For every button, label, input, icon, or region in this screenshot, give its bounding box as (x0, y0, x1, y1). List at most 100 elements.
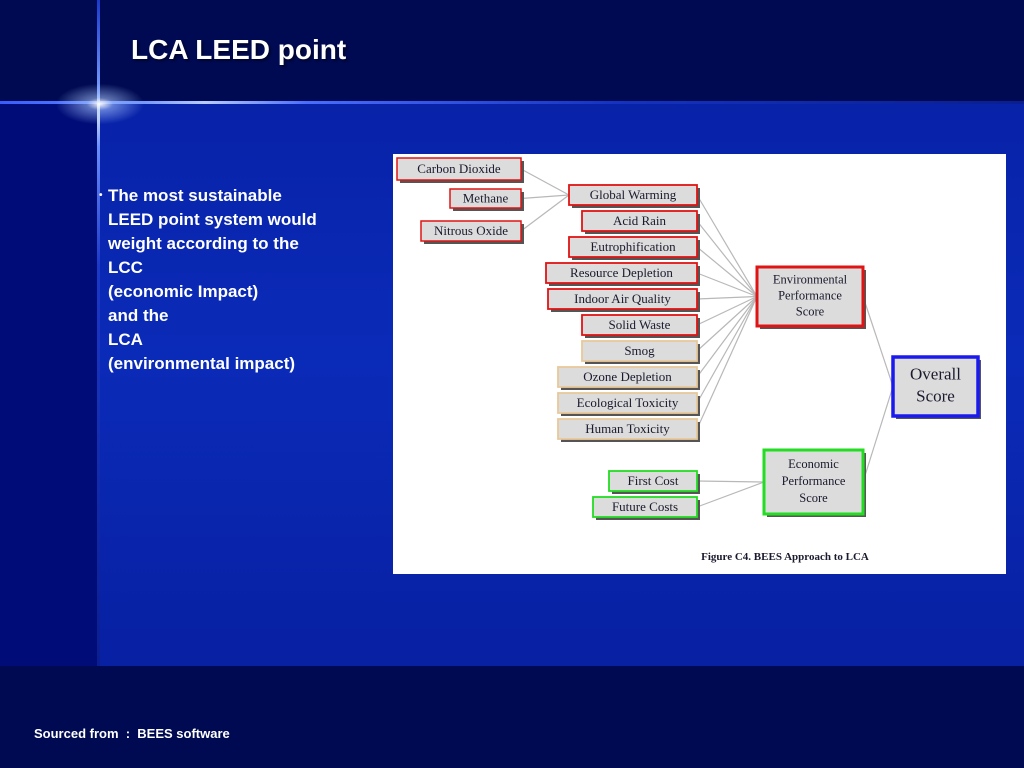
title-band (0, 0, 1024, 104)
impact-connector (696, 295, 758, 300)
connector-lines (520, 168, 894, 508)
overall-score-label-line: Overall (910, 364, 961, 383)
environmental-score-label-line: Performance (778, 288, 842, 302)
emission-node-nitrous-oxide: Nitrous Oxide (420, 220, 524, 244)
overall-score-node-box (891, 355, 980, 418)
impact-connector (696, 296, 758, 404)
bullet-marker: • (99, 190, 103, 201)
impact-node-ozone-depletion: Ozone Depletion (557, 366, 700, 390)
bullet-line: (economic Impact) (108, 282, 259, 301)
impact-node-eutrophification: Eutrophification (568, 236, 700, 260)
cost-connector (696, 480, 765, 483)
impact-node-acid-rain: Acid Rain (581, 210, 700, 234)
cost-node-future-costs: Future Costs (592, 496, 700, 520)
emission-node-methane-box (449, 188, 522, 209)
impact-node-indoor-air-quality-box (547, 288, 698, 310)
economic-score-label-line: Performance (782, 474, 846, 488)
impact-label: Ecological Toxicity (577, 395, 679, 410)
bullet-line: The most sustainable (108, 186, 282, 205)
impact-connector (696, 296, 758, 352)
environmental-score-node-box (755, 265, 865, 328)
bullet-line: LCC (108, 258, 143, 277)
economic-score-node-box (762, 448, 865, 516)
emission-node-methane: Methane (449, 188, 524, 211)
footer-band (0, 666, 1024, 768)
impact-node-human-toxicity: Human Toxicity (557, 418, 700, 442)
source-footer: Sourced from : BEES software (34, 726, 230, 741)
horizontal-glow-line (0, 101, 1024, 104)
impact-node-global-warming: Global Warming (568, 184, 700, 208)
impact-connector (696, 272, 758, 298)
emission-node-nitrous-oxide-box (420, 220, 522, 242)
economic-to-overall-connector (862, 386, 894, 483)
impact-label: Eutrophification (590, 239, 676, 254)
impact-connector (696, 194, 758, 297)
cost-node-future-costs-box (592, 496, 698, 518)
impact-node-solid-waste: Solid Waste (581, 314, 700, 338)
impact-label: Ozone Depletion (583, 369, 672, 384)
impact-label: Smog (624, 343, 655, 358)
economic-score-label-line: Score (799, 491, 828, 505)
cost-label: Future Costs (612, 499, 678, 514)
impact-label: Indoor Air Quality (574, 291, 671, 306)
bullet-line: LCA (108, 330, 143, 349)
cost-label: First Cost (628, 473, 679, 488)
impact-connector (696, 220, 758, 297)
impact-node-solid-waste-box (581, 314, 698, 336)
figure-caption: Figure C4. BEES Approach to LCA (701, 551, 869, 563)
environmental-to-overall-connector (862, 296, 894, 387)
impact-node-indoor-air-quality: Indoor Air Quality (547, 288, 700, 312)
overall-score-label-line: Score (916, 386, 955, 405)
emission-label: Nitrous Oxide (434, 223, 508, 238)
impact-node-resource-depletion-box (545, 262, 698, 284)
bullet-point: • The most sustainable LEED point system… (99, 184, 391, 376)
impact-node-smog: Smog (581, 340, 700, 364)
impact-label: Solid Waste (609, 317, 671, 332)
cost-connector (696, 481, 765, 508)
cost-node-first-cost: First Cost (608, 470, 700, 494)
bullet-line: and the (108, 306, 169, 325)
impact-node-ozone-depletion-box (557, 366, 698, 388)
left-band (0, 104, 99, 666)
bullet-line: weight according to the (108, 234, 299, 253)
impact-connector (696, 296, 758, 378)
impact-connector (696, 295, 758, 326)
impact-connector (696, 296, 758, 430)
bullet-text: The most sustainable LEED point system w… (108, 184, 391, 376)
slide-title: LCA LEED point (131, 34, 347, 65)
impact-node-human-toxicity-box (557, 418, 698, 440)
impact-node-resource-depletion: Resource Depletion (545, 262, 700, 286)
bullet-line: (environmental impact) (108, 354, 296, 373)
impact-node-acid-rain-box (581, 210, 698, 232)
cost-node-first-cost-box (608, 470, 698, 492)
emission-label: Carbon Dioxide (417, 161, 501, 176)
impact-node-smog-box (581, 340, 698, 362)
impact-connector (696, 246, 758, 297)
emission-node-carbon-dioxide: Carbon Dioxide (396, 157, 524, 183)
light-flare (48, 80, 152, 128)
emission-node-carbon-dioxide-box (396, 157, 522, 181)
impact-node-ecological-toxicity-box (557, 392, 698, 414)
emission-connector (520, 168, 570, 196)
impact-label: Human Toxicity (585, 421, 670, 436)
impact-node-ecological-toxicity: Ecological Toxicity (557, 392, 700, 416)
impact-node-eutrophification-box (568, 236, 698, 258)
impact-label: Acid Rain (613, 213, 667, 228)
emission-label: Methane (463, 190, 509, 205)
impact-label: Resource Depletion (570, 265, 673, 280)
emission-connector (520, 194, 570, 232)
emission-connector (520, 194, 570, 200)
vertical-glow-line (97, 0, 100, 666)
bullet-line: LEED point system would (108, 210, 317, 229)
economic-score-label-line: Economic (788, 457, 839, 471)
impact-node-global-warming-box (568, 184, 698, 206)
environmental-score-label-line: Score (796, 304, 825, 318)
impact-label: Global Warming (590, 187, 677, 202)
environmental-score-label-line: Environmental (773, 272, 848, 286)
